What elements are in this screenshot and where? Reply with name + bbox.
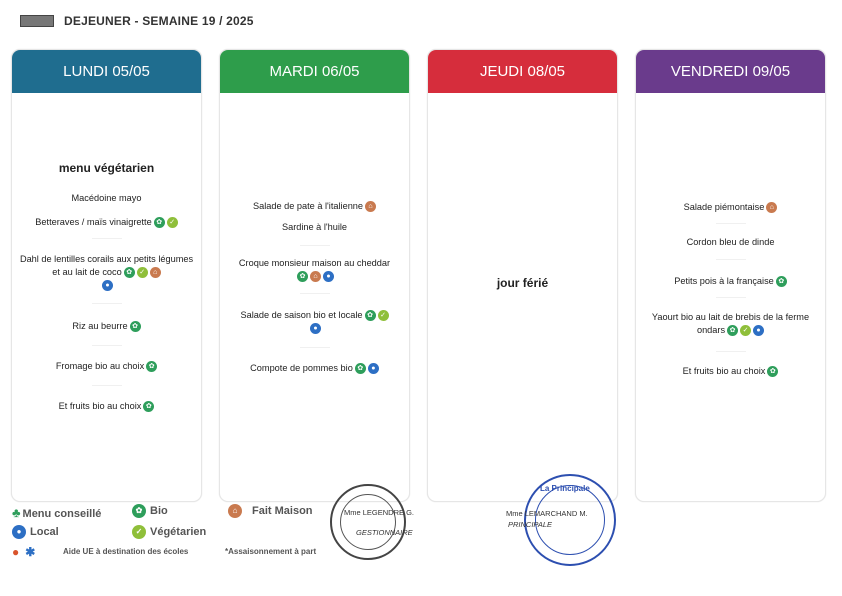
legend-menu-conseille: ♣Menu conseillé — [12, 505, 102, 520]
bio-icon: ✿ — [775, 276, 787, 288]
day-header-tuesday: MARDI 06/05 — [220, 50, 409, 93]
divider — [300, 293, 330, 294]
menu-item: Salade piémontaise⌂ — [642, 201, 819, 214]
menu-item: Macédoine mayo — [71, 193, 142, 203]
menu-item: Petits pois à la française✿ — [642, 275, 819, 288]
menu-item-label: Riz au beurre — [72, 321, 128, 331]
local-icon: ● — [367, 363, 379, 375]
bio-icon: ✿ — [132, 504, 146, 518]
vegetarian-icon: ✓ — [136, 267, 148, 279]
divider — [300, 245, 330, 246]
divider — [300, 347, 330, 348]
school-logo — [20, 15, 54, 27]
divider — [92, 238, 122, 239]
vegetarian-icon: ✓ — [132, 525, 146, 539]
gestionnaire-role: GESTIONNAIRE — [356, 528, 413, 537]
menu-item: Betteraves / maïs vinaigrette✿✓ — [18, 216, 195, 229]
menu-item-label: Yaourt bio au lait de brebis de la ferme… — [651, 312, 810, 335]
fait-maison-icon: ⌂ — [228, 504, 242, 518]
gestionnaire-name: Mme LEGENDRE G. — [344, 508, 415, 517]
day-header-thursday: JEUDI 08/05 — [428, 50, 617, 93]
day-card-monday: LUNDI 05/05 menu végétarien Macédoine ma… — [11, 49, 202, 502]
menu-item-label: Dahl de lentilles corails aux petits lég… — [19, 254, 194, 277]
milk-icon: ✱ — [25, 545, 36, 559]
menu-item: Dahl de lentilles corails aux petits lég… — [18, 253, 195, 292]
menu-theme: menu végétarien — [58, 161, 155, 175]
bio-icon: ✿ — [354, 363, 366, 375]
divider — [716, 297, 746, 298]
divider — [92, 345, 122, 346]
legend-fait-maison: ⌂Fait Maison — [228, 504, 313, 518]
fait-maison-icon: ⌂ — [310, 271, 321, 283]
menu-item: Compote de pommes bio✿● — [226, 362, 403, 375]
divider — [716, 259, 746, 260]
principale-name: Mme LEMARCHAND M. — [506, 509, 588, 518]
divider — [92, 385, 122, 386]
menu-item-label: Compote de pommes bio — [250, 363, 353, 373]
bio-icon: ✿ — [129, 321, 141, 333]
bio-icon: ✿ — [123, 267, 135, 279]
menu-item: Sardine à l'huile — [281, 222, 348, 232]
local-icon: ● — [753, 325, 765, 337]
vegetarian-icon: ✓ — [166, 217, 178, 229]
menu-item: Et fruits bio au choix✿ — [642, 365, 819, 378]
divider — [92, 303, 122, 304]
local-icon: ● — [12, 525, 26, 539]
local-icon: ● — [310, 323, 321, 335]
day-card-tuesday: MARDI 06/05 Salade de pate à l'italienne… — [219, 49, 410, 502]
menu-item-label: Salade de saison bio et locale — [240, 310, 363, 320]
legend-local: ●Local — [12, 525, 59, 539]
fait-maison-icon: ⌂ — [149, 267, 161, 279]
fait-maison-icon: ⌂ — [365, 201, 377, 213]
holiday-label: jour férié — [496, 276, 549, 290]
menu-item: Et fruits bio au choix✿ — [18, 400, 195, 413]
legend-bio: ✿Bio — [132, 504, 168, 518]
principale-stamp: La Principale — [524, 474, 616, 566]
bio-icon: ✿ — [767, 366, 779, 378]
menu-item-label: Croque monsieur maison au cheddar — [238, 258, 391, 268]
bio-icon: ✿ — [727, 325, 739, 337]
day-header-friday: VENDREDI 09/05 — [636, 50, 825, 93]
menu-item: Croque monsieur maison au cheddar ✿⌂● — [226, 257, 403, 283]
local-icon: ● — [102, 280, 113, 292]
menu-item-label: Fromage bio au choix — [55, 361, 145, 371]
vegetarian-icon: ✓ — [377, 310, 389, 322]
bio-icon: ✿ — [143, 401, 155, 413]
menu-item-label: Salade de pate à l'italienne — [252, 201, 364, 211]
apple-icon: ● — [12, 545, 20, 559]
gestionnaire-stamp — [330, 484, 406, 560]
menu-item: Salade de saison bio et locale✿✓ ● — [226, 309, 403, 335]
menu-item-label: Petits pois à la française — [674, 276, 774, 286]
bio-icon: ✿ — [153, 217, 165, 229]
day-header-monday: LUNDI 05/05 — [12, 50, 201, 93]
bio-icon: ✿ — [146, 361, 158, 373]
vegetarian-icon: ✓ — [740, 325, 752, 337]
divider — [716, 351, 746, 352]
legend-eu-aid-icons: ●✱ — [12, 545, 35, 559]
legend-assaisonnement: *Assaisonnement à part — [225, 547, 317, 556]
menu-item: Fromage bio au choix✿ — [18, 360, 195, 373]
menu-item: Yaourt bio au lait de brebis de la ferme… — [650, 311, 811, 337]
menu-item-label: Salade piémontaise — [683, 202, 765, 212]
menu-item-label: Et fruits bio au choix — [58, 401, 142, 411]
legend-vegetarien: ✓Végétarien — [132, 525, 206, 539]
menu-item: Riz au beurre✿ — [18, 320, 195, 333]
legend-aide-ue: Aide UE à destination des écoles — [63, 547, 189, 556]
fait-maison-icon: ⌂ — [766, 202, 778, 214]
menu-item-label: Betteraves / maïs vinaigrette — [35, 217, 152, 227]
menu-item: Salade de pate à l'italienne⌂ — [226, 200, 403, 213]
day-card-thursday: JEUDI 08/05 jour férié — [427, 49, 618, 502]
principale-role: PRINCIPALE — [508, 520, 553, 529]
page-title: DEJEUNER - SEMAINE 19 / 2025 — [64, 14, 254, 28]
divider — [716, 223, 746, 224]
menu-item-label: Et fruits bio au choix — [682, 366, 766, 376]
day-card-friday: VENDREDI 09/05 Salade piémontaise⌂ Cordo… — [635, 49, 826, 502]
thumbs-up-icon: ♣ — [12, 505, 21, 520]
stamp-text: La Principale — [540, 484, 590, 493]
menu-item: Cordon bleu de dinde — [686, 237, 775, 247]
local-icon: ● — [323, 271, 334, 283]
bio-icon: ✿ — [364, 310, 376, 322]
bio-icon: ✿ — [297, 271, 308, 283]
